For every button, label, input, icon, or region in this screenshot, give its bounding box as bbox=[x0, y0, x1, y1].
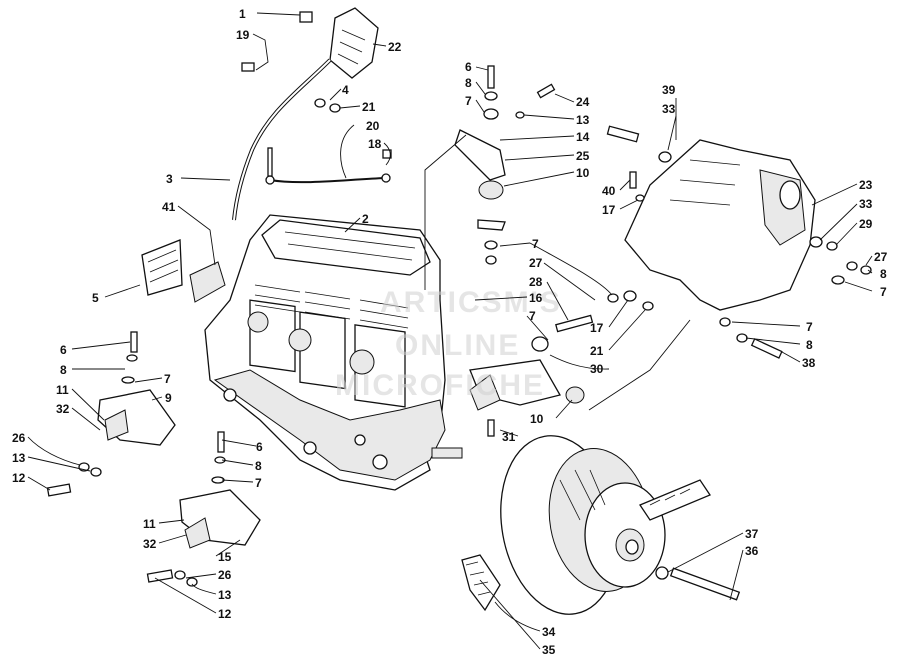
callout-10: 10 bbox=[530, 412, 544, 426]
callout-8: 8 bbox=[465, 76, 472, 90]
leader-lines bbox=[27, 12, 873, 650]
washer-nut-4-21 bbox=[314, 98, 341, 113]
callout-19: 19 bbox=[236, 28, 250, 42]
drive-belt bbox=[461, 479, 711, 612]
callout-9: 9 bbox=[165, 391, 172, 405]
watermark: ARTICSM'S ONLINE MICROFICHE bbox=[335, 286, 562, 402]
callout-26: 26 bbox=[12, 431, 26, 445]
callout-7: 7 bbox=[880, 285, 887, 299]
rear-left-mount bbox=[146, 431, 261, 587]
callout-5: 5 bbox=[92, 291, 99, 305]
callout-7: 7 bbox=[255, 476, 262, 490]
callout-37: 37 bbox=[745, 527, 759, 541]
callout-22: 22 bbox=[388, 40, 402, 54]
front-left-mount bbox=[46, 331, 176, 497]
callout-27: 27 bbox=[529, 256, 543, 270]
ground-cable bbox=[265, 147, 392, 185]
callout-8: 8 bbox=[255, 459, 262, 473]
callout-7: 7 bbox=[806, 320, 813, 334]
watermark-line-1: ARTICSM'S bbox=[380, 286, 562, 319]
callout-33: 33 bbox=[662, 102, 676, 116]
callout-13: 13 bbox=[12, 451, 26, 465]
callout-35: 35 bbox=[542, 643, 556, 657]
callout-12: 12 bbox=[12, 471, 26, 485]
callout-10: 10 bbox=[576, 166, 590, 180]
callout-33: 33 bbox=[859, 197, 873, 211]
callout-7: 7 bbox=[164, 372, 171, 386]
callout-26: 26 bbox=[218, 568, 232, 582]
callout-24: 24 bbox=[576, 95, 590, 109]
callout-8: 8 bbox=[806, 338, 813, 352]
callout-18: 18 bbox=[368, 137, 382, 151]
callout-2: 2 bbox=[362, 212, 369, 226]
callout-40: 40 bbox=[602, 184, 616, 198]
watermark-line-2: ONLINE bbox=[395, 329, 520, 362]
callout-8: 8 bbox=[880, 267, 887, 281]
callout-13: 13 bbox=[576, 113, 590, 127]
callout-14: 14 bbox=[576, 130, 590, 144]
callout-32: 32 bbox=[143, 537, 157, 551]
callout-4: 4 bbox=[342, 83, 349, 97]
callout-32: 32 bbox=[56, 402, 70, 416]
callout-17: 17 bbox=[602, 203, 616, 217]
callout-28: 28 bbox=[529, 275, 543, 289]
callout-38: 38 bbox=[802, 356, 816, 370]
callout-34: 34 bbox=[542, 625, 556, 639]
watermark-line-3: MICROFICHE bbox=[335, 369, 545, 402]
callout-36: 36 bbox=[745, 544, 759, 558]
callout-labels: 1 19 22 4 21 20 18 3 41 2 5 6 8 7 24 13 … bbox=[12, 7, 888, 657]
callout-7: 7 bbox=[465, 94, 472, 108]
callout-6: 6 bbox=[465, 60, 472, 74]
recoil-cover bbox=[241, 7, 379, 79]
callout-25: 25 bbox=[576, 149, 590, 163]
callout-39: 39 bbox=[662, 83, 676, 97]
pull-rope bbox=[232, 58, 332, 221]
callout-13: 13 bbox=[218, 588, 232, 602]
callout-7: 7 bbox=[529, 309, 536, 323]
callout-16: 16 bbox=[529, 291, 543, 305]
callout-1: 1 bbox=[239, 7, 246, 21]
callout-29: 29 bbox=[859, 217, 873, 231]
mid-mount-parts bbox=[469, 290, 654, 437]
callout-31: 31 bbox=[502, 430, 516, 444]
callout-17: 17 bbox=[590, 321, 604, 335]
callout-20: 20 bbox=[366, 119, 380, 133]
callout-11: 11 bbox=[56, 383, 69, 397]
callout-6: 6 bbox=[256, 440, 263, 454]
callout-23: 23 bbox=[859, 178, 873, 192]
callout-30: 30 bbox=[590, 362, 604, 376]
callout-6: 6 bbox=[60, 343, 67, 357]
callout-3: 3 bbox=[166, 172, 173, 186]
rear-engine-bracket bbox=[606, 125, 872, 359]
callout-7: 7 bbox=[532, 237, 539, 251]
front-mount-stack bbox=[454, 65, 556, 265]
callout-41: 41 bbox=[162, 200, 176, 214]
callout-12: 12 bbox=[218, 607, 232, 621]
callout-21: 21 bbox=[590, 344, 604, 358]
drive-clutch bbox=[500, 435, 741, 615]
callout-21: 21 bbox=[362, 100, 376, 114]
engine-block bbox=[204, 214, 463, 491]
callout-15: 15 bbox=[218, 550, 232, 564]
callout-11: 11 bbox=[143, 517, 156, 531]
callout-8: 8 bbox=[60, 363, 67, 377]
decal-panel bbox=[141, 239, 226, 303]
callout-27: 27 bbox=[874, 250, 888, 264]
